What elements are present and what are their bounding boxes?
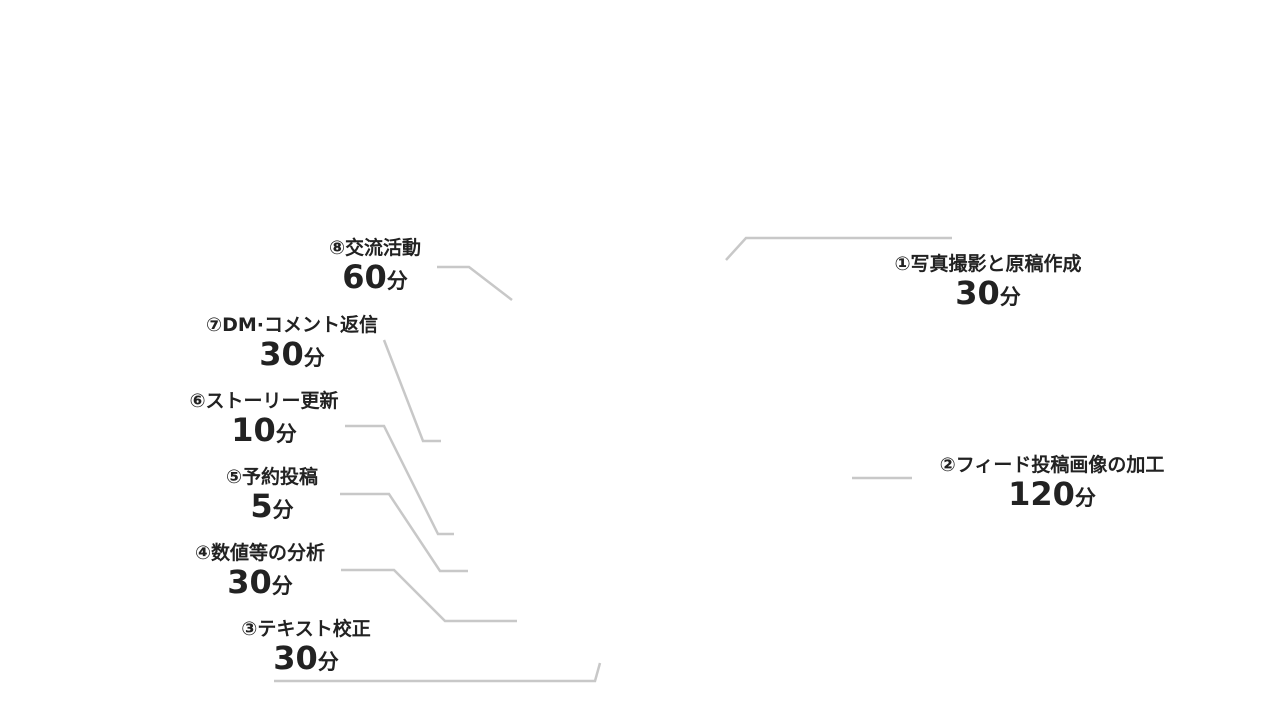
slice-value-label: 30分 bbox=[241, 641, 371, 681]
slice-value-number: 30 bbox=[273, 639, 318, 677]
slice-value-number: 30 bbox=[259, 335, 304, 373]
slice-value-number: 5 bbox=[250, 487, 273, 525]
slice-value-unit: 分 bbox=[317, 650, 339, 674]
slice-value-label: 120分 bbox=[940, 477, 1165, 517]
slice-value-number: 120 bbox=[1008, 475, 1075, 513]
slice-value-number: 10 bbox=[231, 411, 276, 449]
slice-value-label: 30分 bbox=[206, 337, 378, 377]
slice-value-unit: 分 bbox=[999, 285, 1021, 309]
slice-value-label: 10分 bbox=[189, 413, 338, 453]
leader-line-1 bbox=[725, 236, 952, 261]
slice-category-label: ④数値等の分析 bbox=[194, 542, 326, 564]
slice-category-label: ⑧交流活動 bbox=[328, 237, 422, 259]
leader-line-8 bbox=[437, 265, 513, 301]
slice-value-unit: 分 bbox=[275, 422, 297, 446]
slice-category-label: ⑥ストーリー更新 bbox=[189, 390, 339, 412]
slice-value-unit: 分 bbox=[1074, 486, 1096, 510]
slice-value-unit: 分 bbox=[272, 498, 294, 522]
slice-value-number: 60 bbox=[342, 258, 387, 296]
slice-value-label: 60分 bbox=[329, 260, 421, 300]
slice-value-number: 30 bbox=[227, 563, 272, 601]
leader-line-3 bbox=[274, 662, 602, 683]
slice-value-unit: 分 bbox=[303, 346, 325, 370]
leader-line-7 bbox=[382, 339, 441, 443]
leader-line-4 bbox=[341, 568, 517, 623]
slice-category-label: ⑤予約投稿 bbox=[225, 466, 319, 488]
slice-category-label: ③テキスト校正 bbox=[241, 618, 371, 640]
slice-category-label: ⑦DM·コメント返信 bbox=[206, 314, 378, 336]
slice-category-label: ①写真撮影と原稿作成 bbox=[894, 253, 1082, 275]
slice-category-label: ②フィード投稿画像の加工 bbox=[939, 454, 1165, 476]
slice-value-label: 5分 bbox=[226, 489, 318, 529]
slice-value-label: 30分 bbox=[195, 565, 325, 605]
slice-value-number: 30 bbox=[955, 274, 1000, 312]
slice-value-unit: 分 bbox=[386, 269, 408, 293]
leader-line-5 bbox=[340, 492, 468, 573]
slice-value-unit: 分 bbox=[271, 574, 293, 598]
leader-line-6 bbox=[345, 424, 454, 536]
slice-value-label: 30分 bbox=[894, 276, 1081, 316]
